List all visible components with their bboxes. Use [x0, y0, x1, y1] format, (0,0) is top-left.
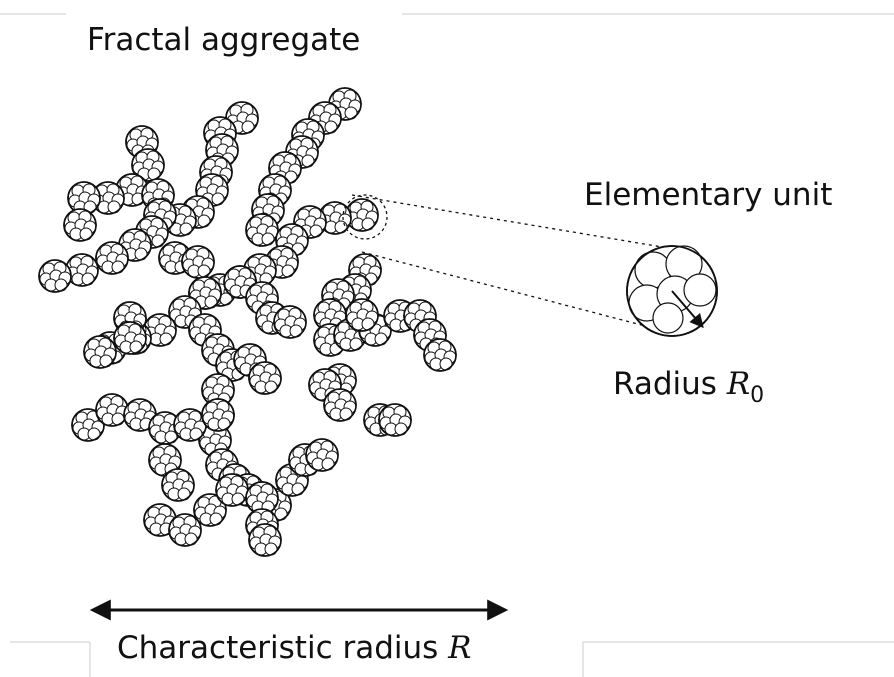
primary-particle — [181, 245, 215, 279]
elementary-unit-label: Elementary unit — [584, 177, 833, 213]
primary-particle — [323, 388, 357, 422]
characteristic-radius-symbol: R — [448, 630, 472, 666]
primary-particle — [215, 473, 249, 507]
primary-particle — [83, 335, 117, 369]
primary-particle — [378, 403, 412, 437]
primary-particle — [38, 259, 72, 293]
primary-particle — [248, 361, 282, 395]
primary-particle — [423, 338, 457, 372]
radius-word: Radius — [613, 366, 717, 402]
characteristic-radius-label: Characteristic radius R — [117, 630, 472, 666]
zoom-line-bottom — [361, 251, 673, 334]
primary-particle — [201, 398, 235, 432]
primary-particle — [305, 438, 339, 472]
radius-arrow — [671, 290, 704, 329]
primary-particle — [273, 305, 307, 339]
primary-particle — [345, 298, 379, 332]
fractal-aggregate — [38, 87, 457, 557]
primary-particle — [95, 393, 129, 427]
primary-particle — [95, 241, 129, 275]
radius-subscript: 0 — [750, 383, 765, 408]
diagram-title: Fractal aggregate — [87, 22, 361, 58]
characteristic-radius-text: Characteristic radius — [117, 630, 439, 666]
primary-particle — [63, 208, 97, 242]
primary-particle — [113, 321, 147, 355]
selected-particle-outline — [342, 194, 388, 240]
primary-particle — [161, 468, 195, 502]
primary-particle — [245, 213, 279, 247]
primary-particle — [248, 523, 282, 557]
radius-label: Radius R0 — [613, 366, 764, 408]
radius-symbol: R — [726, 366, 751, 402]
primary-particle — [173, 408, 207, 442]
